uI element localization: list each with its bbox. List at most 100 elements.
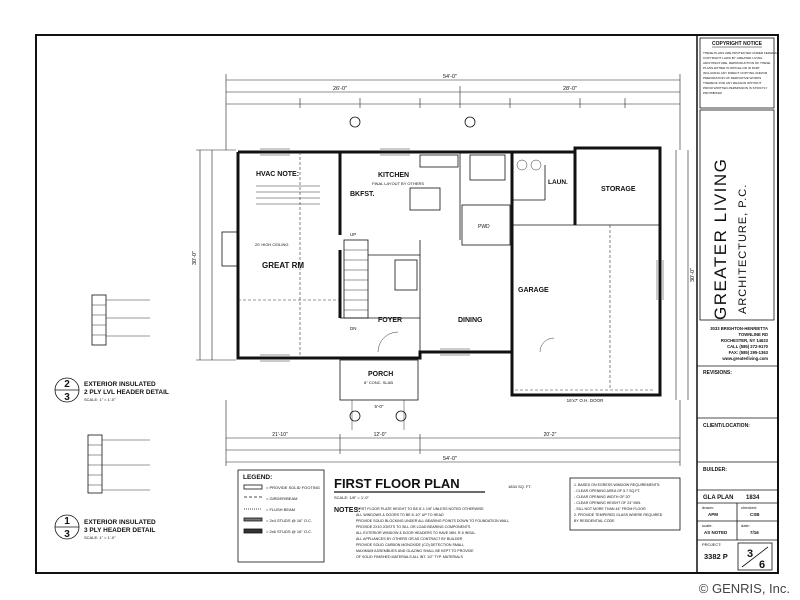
bottom-dimensions: 21'-10" 12'-0" 20'-2" 54'-0" 16'x7' O.H.… xyxy=(225,398,681,466)
note-line-7: PROVIDE SOLID CARBON MONOXIDE (CO) DETEC… xyxy=(356,543,464,547)
dim-bottom-a: 21'-10" xyxy=(272,432,288,438)
dim-overall-top: 54'-0" xyxy=(443,74,457,80)
copyright-line-8: PRIOR WRITTEN PERMISSION IS STRICTLY xyxy=(703,86,767,90)
detail-2-title-1: EXTERIOR INSULATED xyxy=(84,381,156,388)
address-line-1: 3033 BRIGHTON-HENRIETTA xyxy=(710,326,768,331)
egress-line-7: BY RESIDENTIAL CODE xyxy=(574,519,615,523)
plan-scale: SCALE: 1/8" = 1'-0" xyxy=(334,495,369,500)
note-line-4: PROVIDE 2X10 JOISTS TO SILL OR LOAD BEAR… xyxy=(356,525,471,529)
image-copyright: © GENRIS, Inc. xyxy=(698,581,790,596)
address-line-2: TOWNLINE RD xyxy=(739,332,768,337)
egress-line-6: 2. PROVIDE TEMPERED GLASS WHERE REQUIRED xyxy=(574,513,663,517)
garage-label: GARAGE xyxy=(518,287,549,294)
legend-item-3: = FLUSH BEAM xyxy=(266,507,295,512)
legend-item-4: = 2x4 STUDS @ 16" O.C. xyxy=(266,518,312,523)
address-line-4: CALL (585) 272-9170 xyxy=(727,344,769,349)
sheet-number-box xyxy=(737,542,773,571)
egress-line-3: - CLEAR OPENING WIDTH OF 20" xyxy=(574,495,632,499)
gla-value: 1834 xyxy=(746,495,760,501)
dim-top-a: 26'-0" xyxy=(333,86,347,92)
checked-label: checked: xyxy=(741,505,757,510)
sheet-number: 3 xyxy=(747,548,753,560)
detail-2-callout: 2 3 xyxy=(54,377,80,403)
hvac-note-label: HVAC NOTE: xyxy=(256,171,299,178)
detail-1-title-2: 3 PLY HEADER DETAIL xyxy=(84,527,155,534)
egress-notes: 1. BASED ON EGRESS WINDOW REQUIREMENTS: … xyxy=(569,477,681,531)
dining-label: DINING xyxy=(458,317,483,324)
dim-bottom-c: 20'-2" xyxy=(544,432,557,438)
legend-item-1: = PROVIDE SOLID FOOTING xyxy=(266,485,320,490)
sheet-total: 6 xyxy=(759,559,765,571)
copyright-line-3: ARCHITECTURE. REPRODUCTION OF THESE xyxy=(703,61,770,65)
detail-1-title-1: EXTERIOR INSULATED xyxy=(84,519,156,526)
header-detail-1: 1 3 EXTERIOR INSULATED 3 PLY HEADER DETA… xyxy=(54,434,156,540)
copyright-line-4: PLANS EITHER IN WHOLE OR IN PART xyxy=(703,66,760,70)
legend-title: LEGEND: xyxy=(243,474,272,481)
note-line-3: PROVIDE SOLID BLOCKING UNDER ALL BEARING… xyxy=(356,519,509,523)
kitchen-label: KITCHEN xyxy=(378,172,409,179)
detail-1-callout: 1 3 xyxy=(54,514,80,540)
dim-overall-bottom: 54'-0" xyxy=(443,456,457,462)
legend-item-5: = 2x6 STUDS @ 16" O.C. xyxy=(266,529,312,534)
note-line-5: ALL EXTERIOR WINDOW & DOOR HEADERS TO HA… xyxy=(356,531,476,535)
copyright-line-9: PROHIBITED xyxy=(703,91,723,95)
scale-value: AS NOTED xyxy=(704,530,728,535)
note-line-6: ALL APPLIANCES BY OTHERS OR AS CONTRACT … xyxy=(356,537,463,541)
garage-door-label: 16'x7' O.H. DOOR xyxy=(567,398,604,403)
detail-2-sheet: 3 xyxy=(64,392,70,403)
laundry-label: LAUN. xyxy=(548,179,568,186)
great-room-label: GREAT RM xyxy=(262,261,304,270)
egress-line-5: - SILL NOT MORE THAN 44" FROM FLOOR xyxy=(574,507,646,511)
notes: NOTES: FIRST FLOOR PLATE HEIGHT TO BE 8'… xyxy=(334,507,509,559)
detail-1-sheet: 3 xyxy=(64,529,70,540)
revisions-label: REVISIONS: xyxy=(703,370,732,376)
stair-dn-label: DN xyxy=(350,326,357,331)
note-line-1: FIRST FLOOR PLATE HEIGHT TO BE 8'-1 1/8"… xyxy=(356,507,484,511)
foyer-label: FOYER xyxy=(378,317,402,324)
client-location-label: CLIENT/LOCATION: xyxy=(703,423,750,429)
porch-dimension: 5'-0" xyxy=(375,404,384,409)
dim-side-right: 30'-0" xyxy=(690,268,696,282)
egress-line-1: 1. BASED ON EGRESS WINDOW REQUIREMENTS: xyxy=(574,483,660,487)
drawn-label: drawn: xyxy=(702,505,714,510)
stair-up-label: UP xyxy=(350,232,356,237)
legend-item-2: = GIRDER/BEAM xyxy=(266,496,297,501)
copyright-line-6: PREPARATION OF DERIVATIVE WORKS xyxy=(703,76,761,80)
egress-line-2: - CLEAR OPENING AREA OF 5.7 SQ.FT. xyxy=(574,489,641,493)
kitchen-sublabel: FINAL LAYOUT BY OTHERS xyxy=(372,181,424,186)
builder-label: BUILDER: xyxy=(703,467,727,473)
breakfast-label: BKFST. xyxy=(350,191,375,198)
address-line-3: ROCHESTER, NY 14623 xyxy=(721,338,769,343)
title-block: COPYRIGHT NOTICE THESE PLANS ARE PROTECT… xyxy=(697,37,779,571)
floor-plan xyxy=(221,116,664,430)
top-dimensions: 54'-0" 26'-0" 28'-0" xyxy=(225,74,681,150)
note-line-8: MAXIMUM ASSEMBLIES AND GLAZING SHALL BE … xyxy=(356,549,474,553)
dim-top-b: 28'-0" xyxy=(563,86,577,92)
gla-label: GLA PLAN xyxy=(703,495,733,501)
firm-name-line-1: GREATER LIVING xyxy=(711,158,730,320)
detail-2-title-2: 2 PLY LVL HEADER DETAIL xyxy=(84,389,169,396)
date-value: 7/16 xyxy=(750,530,759,535)
checked-value: CSB xyxy=(750,512,760,517)
room-labels: HVAC NOTE: GREAT RM 20' HIGH CEILING KIT… xyxy=(255,171,636,385)
detail-2-number: 2 xyxy=(64,379,70,390)
copyright-line-2: COPYRIGHT LAWS BY GREATER LIVING xyxy=(703,56,763,60)
great-room-ceiling: 20' HIGH CEILING xyxy=(255,242,288,247)
detail-2-scale: SCALE: 1" = 1'-0" xyxy=(84,397,116,402)
plan-area: 1834 SQ. FT. xyxy=(508,484,532,489)
note-line-2: ALL WINDOWS & DOORS TO BE 6'-10" UP TO H… xyxy=(356,513,444,517)
date-label: date: xyxy=(741,523,750,528)
dim-bottom-b: 12'-0" xyxy=(374,432,387,438)
storage-label: STORAGE xyxy=(601,186,636,193)
copyright-line-1: THESE PLANS ARE PROTECTED UNDER FEDERAL xyxy=(703,51,779,55)
copyright-line-5: INCLUDING ANY DIRECT COPYING AND/OR xyxy=(703,71,768,75)
drawn-value: APM xyxy=(708,512,718,517)
address-line-6: www.greaterliving.com xyxy=(721,356,768,361)
copyright-title: COPYRIGHT NOTICE xyxy=(712,41,763,47)
header-detail-2: 2 3 EXTERIOR INSULATED 2 PLY LVL HEADER … xyxy=(54,294,169,403)
legend: LEGEND: = PROVIDE SOLID FOOTING = GIRDER… xyxy=(237,469,325,563)
dim-side-left: 30'-0" xyxy=(192,251,198,265)
porch-label: PORCH xyxy=(368,371,393,378)
side-dimensions: 30'-0" 30'-0" xyxy=(192,149,696,400)
